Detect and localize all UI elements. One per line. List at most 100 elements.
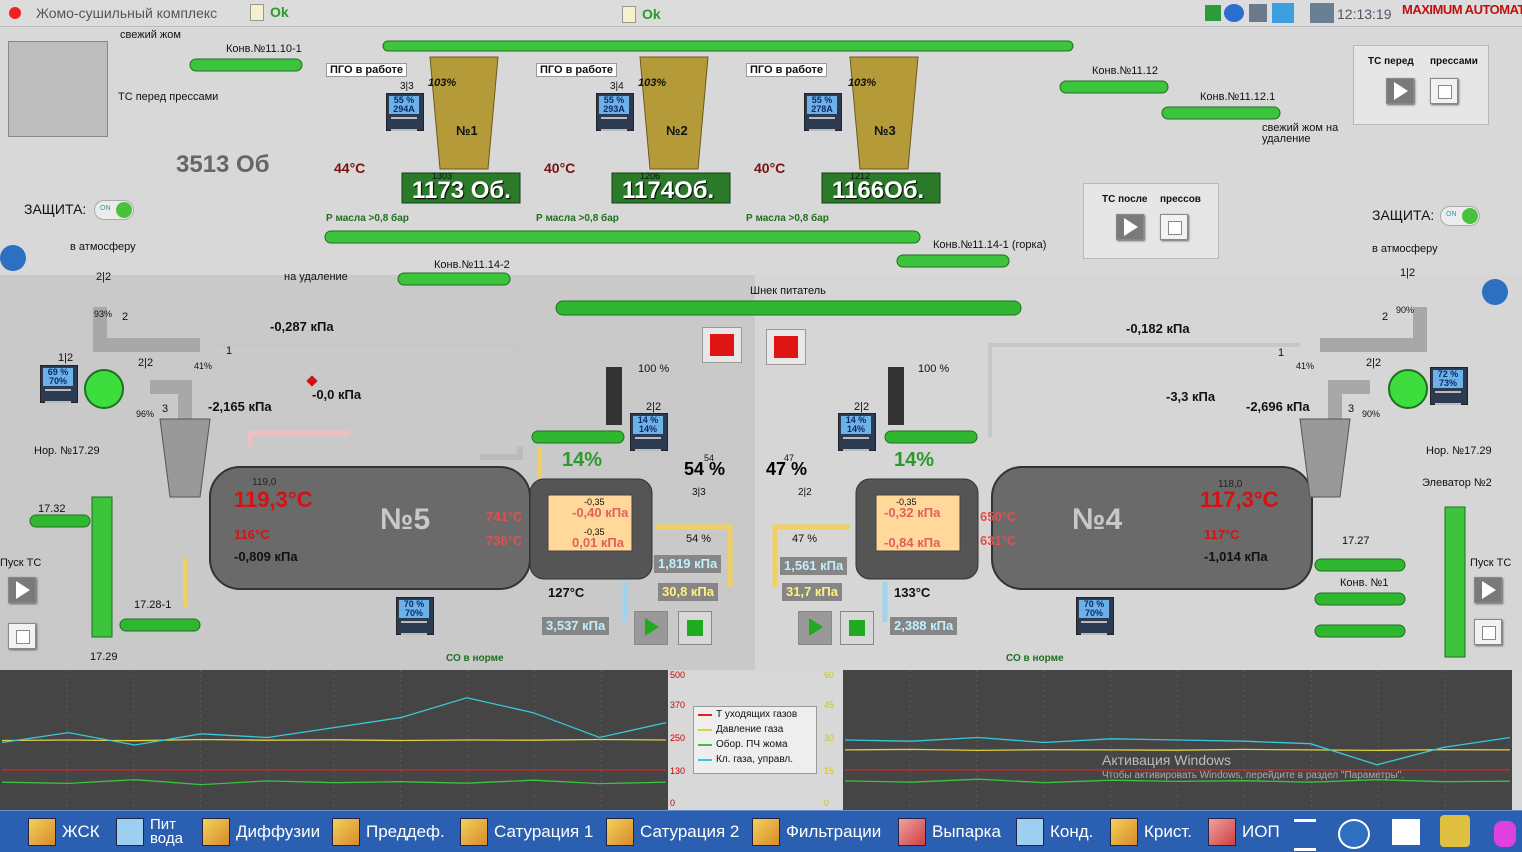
axis-left-250: 250 bbox=[670, 733, 686, 743]
left-trend-chart[interactable] bbox=[0, 670, 668, 810]
right-pct-small: 47 bbox=[784, 453, 795, 463]
right-burner-start-button[interactable] bbox=[798, 611, 832, 645]
brand-logo: MAXIMUM AUTOMATION bbox=[1402, 2, 1522, 17]
right-nor: Нор. №17.29 bbox=[1426, 445, 1492, 457]
left-n1729: 17.29 bbox=[90, 651, 118, 663]
tab-evaporation[interactable]: Выпарка bbox=[898, 811, 1001, 852]
touch-icon[interactable] bbox=[1494, 821, 1516, 847]
press-station-icon[interactable] bbox=[8, 41, 108, 137]
left-fan-icon[interactable] bbox=[84, 369, 124, 409]
press-3-drive-panel[interactable]: 55 %278А bbox=[804, 93, 842, 131]
right-feeder-pct: 100 % bbox=[918, 363, 950, 375]
axis-right-15: 15 bbox=[824, 766, 835, 776]
right-pct-big: 47 % bbox=[766, 459, 808, 479]
right-protect-toggle[interactable]: ON bbox=[1440, 206, 1480, 226]
right-gear-icon[interactable] bbox=[1482, 279, 1508, 305]
press-1-pct: 103% bbox=[428, 77, 457, 89]
right-fan2-drive-panel[interactable]: 72 %73% bbox=[1430, 367, 1468, 405]
operator-icon[interactable] bbox=[1440, 815, 1470, 847]
left-fan2-state: 1|2 bbox=[58, 352, 74, 364]
press-3-pct: 103% bbox=[848, 77, 877, 89]
taskbar: ЖСК Пит вода Диффузии Преддеф. Сатурация… bbox=[0, 810, 1522, 852]
left-tc-start-button[interactable] bbox=[8, 577, 36, 603]
press-1-state: 3|3 bbox=[400, 81, 414, 92]
feed-screw-label: Шнек питатель bbox=[750, 285, 826, 297]
chat-icon[interactable] bbox=[1224, 4, 1244, 22]
left-damper-pct: 41% bbox=[194, 361, 213, 371]
tab-predef[interactable]: Преддеф. bbox=[332, 811, 445, 852]
conv-11-10-1-label: Конв.№11.10-1 bbox=[226, 43, 302, 55]
settings-gear-icon[interactable] bbox=[1338, 819, 1370, 849]
mimic-diagram: свежий жом Конв.№11.10-1 ТС перед пресса… bbox=[0, 27, 1522, 670]
tab-saturation-1[interactable]: Сатурация 1 bbox=[460, 811, 593, 852]
left-pressure-b: 1,819 кПа bbox=[654, 555, 722, 573]
left-bottom-drive-panel[interactable]: 70 %70% bbox=[396, 597, 434, 635]
axis-left-130: 130 bbox=[670, 766, 686, 776]
press-1-status: ПГО в работе bbox=[326, 63, 408, 77]
press-3-temp: 40°C bbox=[754, 160, 786, 176]
series-line-1 bbox=[844, 748, 1511, 752]
tc-before-stop-button[interactable] bbox=[1430, 78, 1458, 104]
press-2-pct: 103% bbox=[638, 77, 667, 89]
plus-icon[interactable] bbox=[1205, 5, 1221, 21]
legend-item: Т уходящих газов bbox=[694, 707, 816, 722]
right-tc-start-button[interactable] bbox=[1474, 577, 1502, 603]
right-burner-stop-button[interactable] bbox=[840, 611, 874, 645]
series-line-3 bbox=[844, 736, 1511, 766]
tc-before-start-button[interactable] bbox=[1386, 78, 1414, 104]
tab-diffusion[interactable]: Диффузии bbox=[202, 811, 320, 852]
press-3-status: ПГО в работе bbox=[746, 63, 828, 77]
tc-after-stop-button[interactable] bbox=[1160, 214, 1188, 240]
press-2-temp: 40°C bbox=[544, 160, 576, 176]
left-protect-toggle[interactable]: ON bbox=[94, 200, 134, 220]
tab-pit-voda[interactable]: Пит вода bbox=[116, 811, 184, 852]
left-fan2-drive-panel[interactable]: 69 %70% bbox=[40, 365, 78, 403]
right-tc-stop-button[interactable] bbox=[1474, 619, 1502, 645]
tab-crystallization[interactable]: Крист. bbox=[1110, 811, 1192, 852]
tab-condensate[interactable]: Конд. bbox=[1016, 811, 1093, 852]
network-icon[interactable] bbox=[1249, 4, 1267, 22]
title-bar: Жомо-сушильный комплекс Ok Ok 12:13:19 M… bbox=[0, 0, 1522, 27]
tab-filtration[interactable]: Фильтрации bbox=[752, 811, 881, 852]
right-emergency-stop-button[interactable] bbox=[766, 329, 806, 365]
left-trend-svg bbox=[1, 670, 667, 810]
right-drum-pressure: -1,014 кПа bbox=[1204, 549, 1268, 564]
press-1-drive-panel[interactable]: 55 %294А bbox=[386, 93, 424, 131]
left-furnace-c: -0,35 bbox=[584, 527, 605, 537]
left-valve-state: 3|3 bbox=[692, 487, 706, 498]
tab-zhsk[interactable]: ЖСК bbox=[28, 811, 100, 852]
left-tc-stop-button[interactable] bbox=[8, 623, 36, 649]
right-bottom-drive-panel[interactable]: 70 %70% bbox=[1076, 597, 1114, 635]
right-d2-num: 3 bbox=[1348, 403, 1355, 415]
tc-after-start-button[interactable] bbox=[1116, 214, 1144, 240]
left-burner-stop-button[interactable] bbox=[678, 611, 712, 645]
close-icon[interactable] bbox=[9, 7, 21, 19]
left-burner-start-button[interactable] bbox=[634, 611, 668, 645]
telegram-icon[interactable] bbox=[1272, 3, 1294, 23]
press-1-rpm: 1173 Об. bbox=[412, 177, 511, 204]
user-icon[interactable] bbox=[1310, 3, 1334, 23]
left-gear-icon[interactable] bbox=[0, 245, 26, 271]
left-emergency-stop-button[interactable] bbox=[702, 327, 742, 363]
press-1-small: 1303 bbox=[432, 171, 453, 181]
left-drum-pressure: -0,809 кПа bbox=[234, 549, 298, 564]
windows-watermark-sub: Чтобы активировать Windows, перейдите в … bbox=[1102, 770, 1405, 781]
right-fan-state: 1|2 bbox=[1400, 267, 1416, 279]
press-2-drive-panel[interactable]: 55 %293А bbox=[596, 93, 634, 131]
tab-iop[interactable]: ИОП bbox=[1208, 811, 1280, 852]
menu-icon[interactable] bbox=[1294, 819, 1316, 851]
right-co-status: СО в норме bbox=[1006, 653, 1064, 664]
right-screw-drive-panel[interactable]: 14 %14% bbox=[838, 413, 876, 451]
axis-right-0: 0 bbox=[824, 798, 830, 808]
press-3-small: 1212 bbox=[850, 171, 871, 181]
tc-after-press-box: ТС после прессов bbox=[1083, 183, 1219, 259]
conv-11-14-1-label: Конв.№11.14-1 (горка) bbox=[933, 239, 1047, 251]
left-screw-drive-panel[interactable]: 14 %14% bbox=[630, 413, 668, 451]
trend-icon[interactable] bbox=[1392, 819, 1420, 845]
right-trend-chart[interactable]: Активация Windows Чтобы активировать Win… bbox=[843, 670, 1512, 810]
fresh-pulp-label: свежий жом bbox=[120, 29, 181, 41]
left-pct-big: 54 % bbox=[684, 459, 726, 479]
tab-saturation-2[interactable]: Сатурация 2 bbox=[606, 811, 739, 852]
predef-icon bbox=[332, 817, 360, 846]
right-fan-icon[interactable] bbox=[1388, 369, 1428, 409]
